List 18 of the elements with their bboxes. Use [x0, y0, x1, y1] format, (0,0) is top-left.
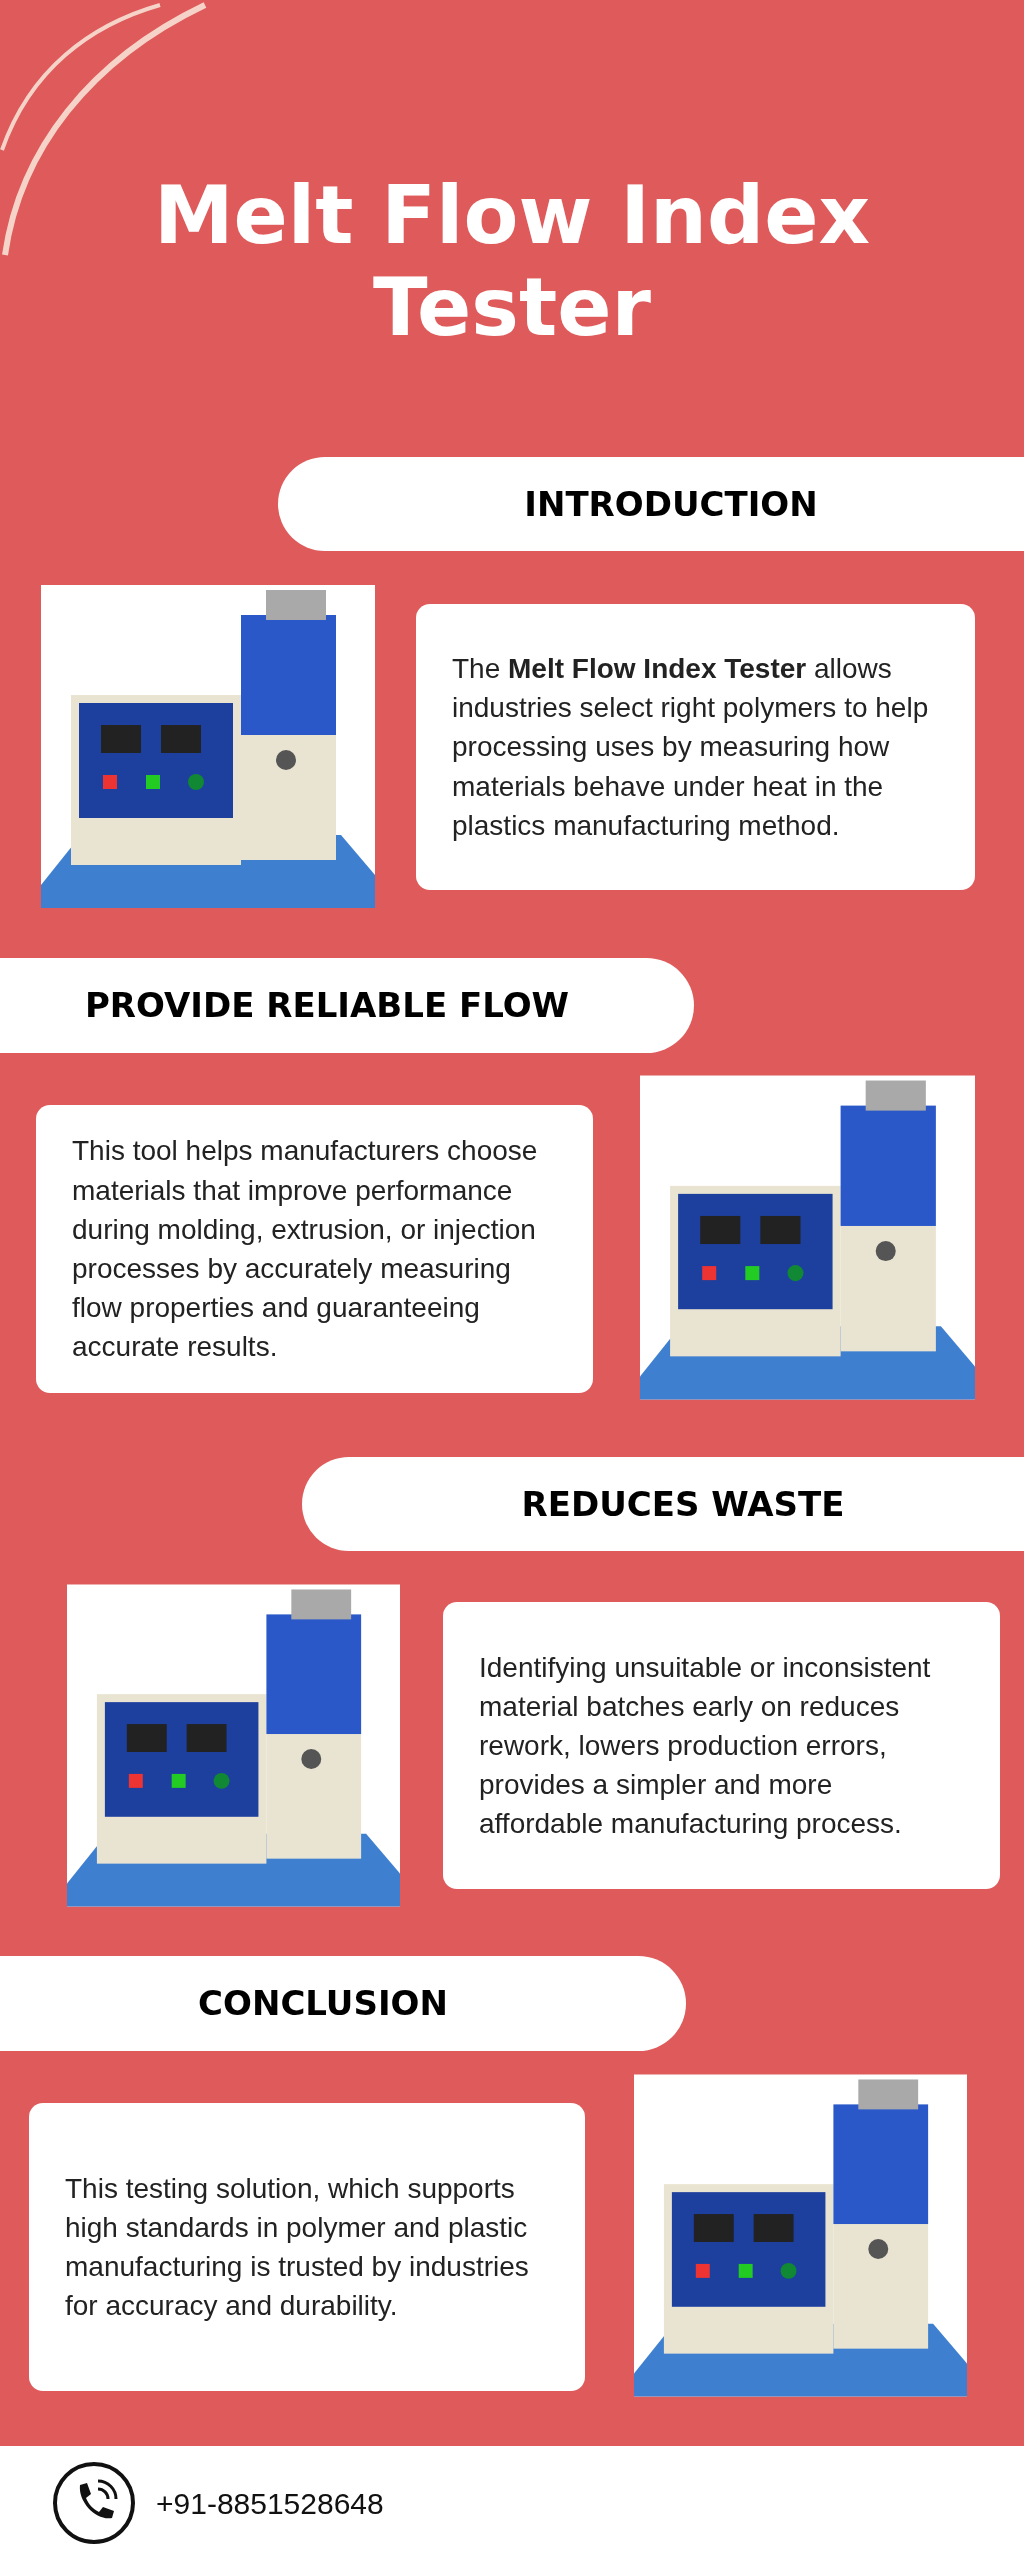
card-paragraph: Identifying unsuitable or inconsistent material batches early on reduces rework, lowers production errors, provides a simpler and more affordable manufacturing process.	[479, 1650, 932, 1842]
section-heading-banner	[278, 457, 1024, 551]
card-paragraph: This tool helps manufacturers choose materials that improve performance during molding, extrusion, or injection processes by accurately measuring flow properties and guaranteeing accurate results.	[72, 1134, 539, 1365]
card-paragraph: This testing solution, which supports high standards in polymer and plastic manufacturing is trusted by industries for accuracy and durability.	[65, 2171, 530, 2324]
section-heading: PROVIDE RELIABLE FLOW	[84, 984, 570, 1027]
card-paragraph: The Melt Flow Index Tester allows industries select right polymers to help processing uses by measuring how materials behave under heat in the plastics manufacturing method.	[452, 652, 930, 843]
section-heading-banner	[0, 1956, 686, 2051]
phone-number: +91-8851528648	[156, 2485, 384, 2522]
text-card	[416, 604, 975, 890]
text-card	[443, 1602, 1000, 1889]
section-heading-banner	[302, 1457, 1024, 1551]
section-heading: CONCLUSION	[198, 1982, 448, 2025]
section-heading: REDUCES WASTE	[521, 1482, 845, 1526]
text-card	[36, 1105, 593, 1393]
title: Melt Flow Index Tester	[153, 170, 871, 354]
text-card	[29, 2103, 585, 2391]
section-heading-banner	[0, 958, 694, 1053]
section-heading: INTRODUCTION	[524, 482, 818, 526]
